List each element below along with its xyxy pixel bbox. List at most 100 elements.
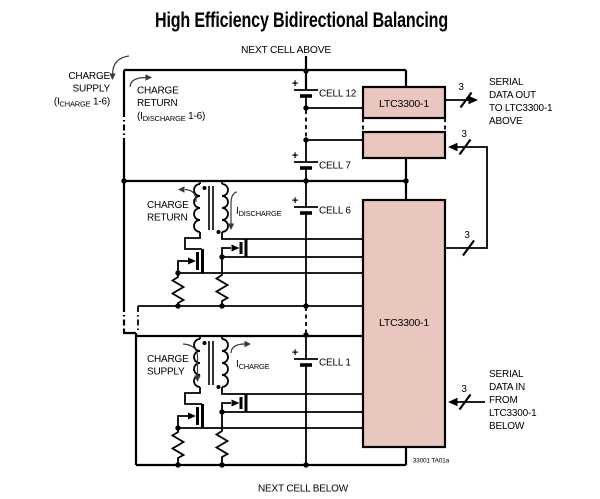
serial-in-line4: LTC3300-1 xyxy=(489,408,537,419)
lower-left-fet-arrow-icon xyxy=(188,412,196,420)
upper-charge-return-arrowhead-icon xyxy=(178,186,185,193)
lower-converter-labels: CHARGE SUPPLY ICHARGE xyxy=(147,354,270,378)
ic-main-body xyxy=(361,198,447,449)
transformer-lower xyxy=(193,336,229,389)
charge-supply-down-arrowhead-icon xyxy=(109,73,116,80)
lower-right-fet-arrow-icon xyxy=(231,399,240,407)
serial-link-wire xyxy=(445,146,488,249)
serial-out-line2: DATA OUT xyxy=(489,90,536,101)
charge-return-line1: CHARGE xyxy=(137,86,179,97)
transformer-upper-core xyxy=(208,186,214,230)
upper-discharge-arrow-icon xyxy=(230,191,238,224)
cell6-plus: + xyxy=(292,195,298,207)
upper-left-fet-drain-step xyxy=(184,232,202,250)
upper-mosfet-group xyxy=(170,232,248,306)
serial-out-bus-slash xyxy=(459,91,473,109)
serial-in-bus: 3 xyxy=(448,384,485,411)
charge-supply-line2: SUPPLY xyxy=(72,84,110,95)
upper-flow-line2: RETURN xyxy=(147,213,187,224)
lower-charge-arrowhead-icon xyxy=(244,340,251,348)
upper-charge-return-arrow-icon xyxy=(184,188,197,203)
serial-link-lower-slash xyxy=(462,239,475,257)
lower-fet-leads xyxy=(178,387,363,429)
ic-upper-top-section xyxy=(361,85,447,120)
charge-return-line2: RETURN xyxy=(137,98,177,109)
charge-return-paren: (IDISCHARGE 1-6) xyxy=(137,111,205,123)
next-cell-above-label: NEXT CELL ABOVE xyxy=(241,45,332,56)
serial-link-upper-bus-width: 3 xyxy=(461,129,467,140)
transformer-upper-secondary-winding xyxy=(221,183,229,233)
serial-in-bus-slash xyxy=(458,393,472,411)
ic-upper-break-dashes xyxy=(362,118,446,132)
lower-right-fet-gate-lead xyxy=(221,402,231,412)
serial-in-label: SERIAL DATA IN FROM LTC3300-1 BELOW xyxy=(489,369,537,432)
upper-right-resistor xyxy=(214,257,230,306)
serial-out-bus-width: 3 xyxy=(458,82,464,93)
transformer-lower-phase-dot-top xyxy=(202,341,207,345)
cell7-plus: + xyxy=(292,150,298,162)
serial-in-line1: SERIAL xyxy=(489,369,524,380)
transformer-lower-core xyxy=(208,341,214,385)
serial-in-line2: DATA IN xyxy=(489,382,525,393)
cell12-label: CELL 12 xyxy=(319,89,357,100)
transformer-upper-phase-dot-top xyxy=(202,186,207,190)
cell1-label: CELL 1 xyxy=(319,358,351,369)
cell6-label: CELL 6 xyxy=(319,206,351,217)
upper-left-resistor xyxy=(170,273,186,306)
flow-arrows xyxy=(109,55,251,382)
upper-current-label: IDISCHARGE xyxy=(236,206,282,218)
battery-cell6: + CELL 6 xyxy=(292,195,352,217)
cell7-label: CELL 7 xyxy=(319,161,351,172)
lower-left-fet-gate-lead xyxy=(177,415,188,428)
lower-right-resistor xyxy=(214,412,230,465)
serial-out-line1: SERIAL xyxy=(489,77,524,88)
next-cell-below-label: NEXT CELL BELOW xyxy=(258,484,349,495)
cell12-plus: + xyxy=(292,78,298,90)
transformer-upper-primary-winding xyxy=(193,183,201,233)
lower-charge-supply-arrow-icon xyxy=(182,343,199,376)
charge-return-label: CHARGE RETURN (IDISCHARGE 1-6) xyxy=(137,86,205,123)
upper-left-fet-arrow-icon xyxy=(188,257,196,265)
ic-main-label: LTC3300-1 xyxy=(379,317,429,329)
upper-discharge-arrowhead-icon xyxy=(227,223,235,230)
lower-charge-arrow-icon xyxy=(230,343,246,354)
battery-cell12: + CELL 12 xyxy=(292,78,357,100)
serial-in-line5: BELOW xyxy=(489,421,525,432)
page-title: High Efficiency Bidirectional Balancing xyxy=(155,9,448,32)
serial-link-lower-bus-width: 3 xyxy=(464,230,470,241)
figure-part-number: 33001 TA01a xyxy=(413,458,450,465)
charge-supply-label: CHARGE SUPPLY (ICHARGE 1-6) xyxy=(54,71,111,108)
charge-return-right-arrowhead-icon xyxy=(145,74,152,81)
serial-in-arrow-icon xyxy=(448,397,458,407)
ic-upper-label: LTC3300-1 xyxy=(379,98,429,110)
battery-cell7: + CELL 7 xyxy=(292,150,352,172)
transformer-upper xyxy=(193,181,229,234)
upper-right-fet-arrow-icon xyxy=(231,244,240,252)
lower-charge-supply-arrowhead-icon xyxy=(194,375,201,382)
serial-link-upper-slash xyxy=(458,138,472,156)
serial-link-bus: 3 3 xyxy=(445,129,488,257)
ic-upper-bottom-section xyxy=(361,130,447,160)
transformer-lower-secondary-winding xyxy=(221,338,229,388)
serial-out-label: SERIAL DATA OUT TO LTC3300-1 ABOVE xyxy=(489,77,553,127)
left-rail-bottom xyxy=(122,329,138,465)
bottom-rail-wire xyxy=(136,447,408,467)
ic-upper-block: LTC3300-1 xyxy=(361,85,447,160)
chain-to-ic-upper xyxy=(306,107,363,141)
lower-mosfet-group xyxy=(170,387,248,465)
transformer-upper-phase-dot-bottom xyxy=(216,230,221,234)
serial-out-arrow-icon xyxy=(468,95,478,105)
upper-converter-rail xyxy=(124,158,408,200)
serial-out-line4: ABOVE xyxy=(489,116,523,127)
lower-current-label: ICHARGE xyxy=(236,359,270,371)
lower-left-resistor xyxy=(170,428,186,465)
upper-fet-leads xyxy=(178,232,363,274)
cell1-plus: + xyxy=(292,347,298,359)
ic-main-block: LTC3300-1 xyxy=(361,198,447,449)
serial-in-bus-width: 3 xyxy=(461,384,467,395)
upper-flow-line1: CHARGE xyxy=(147,200,189,211)
upper-right-fet-gate-lead xyxy=(221,247,231,257)
serial-in-line3: FROM xyxy=(489,395,518,406)
